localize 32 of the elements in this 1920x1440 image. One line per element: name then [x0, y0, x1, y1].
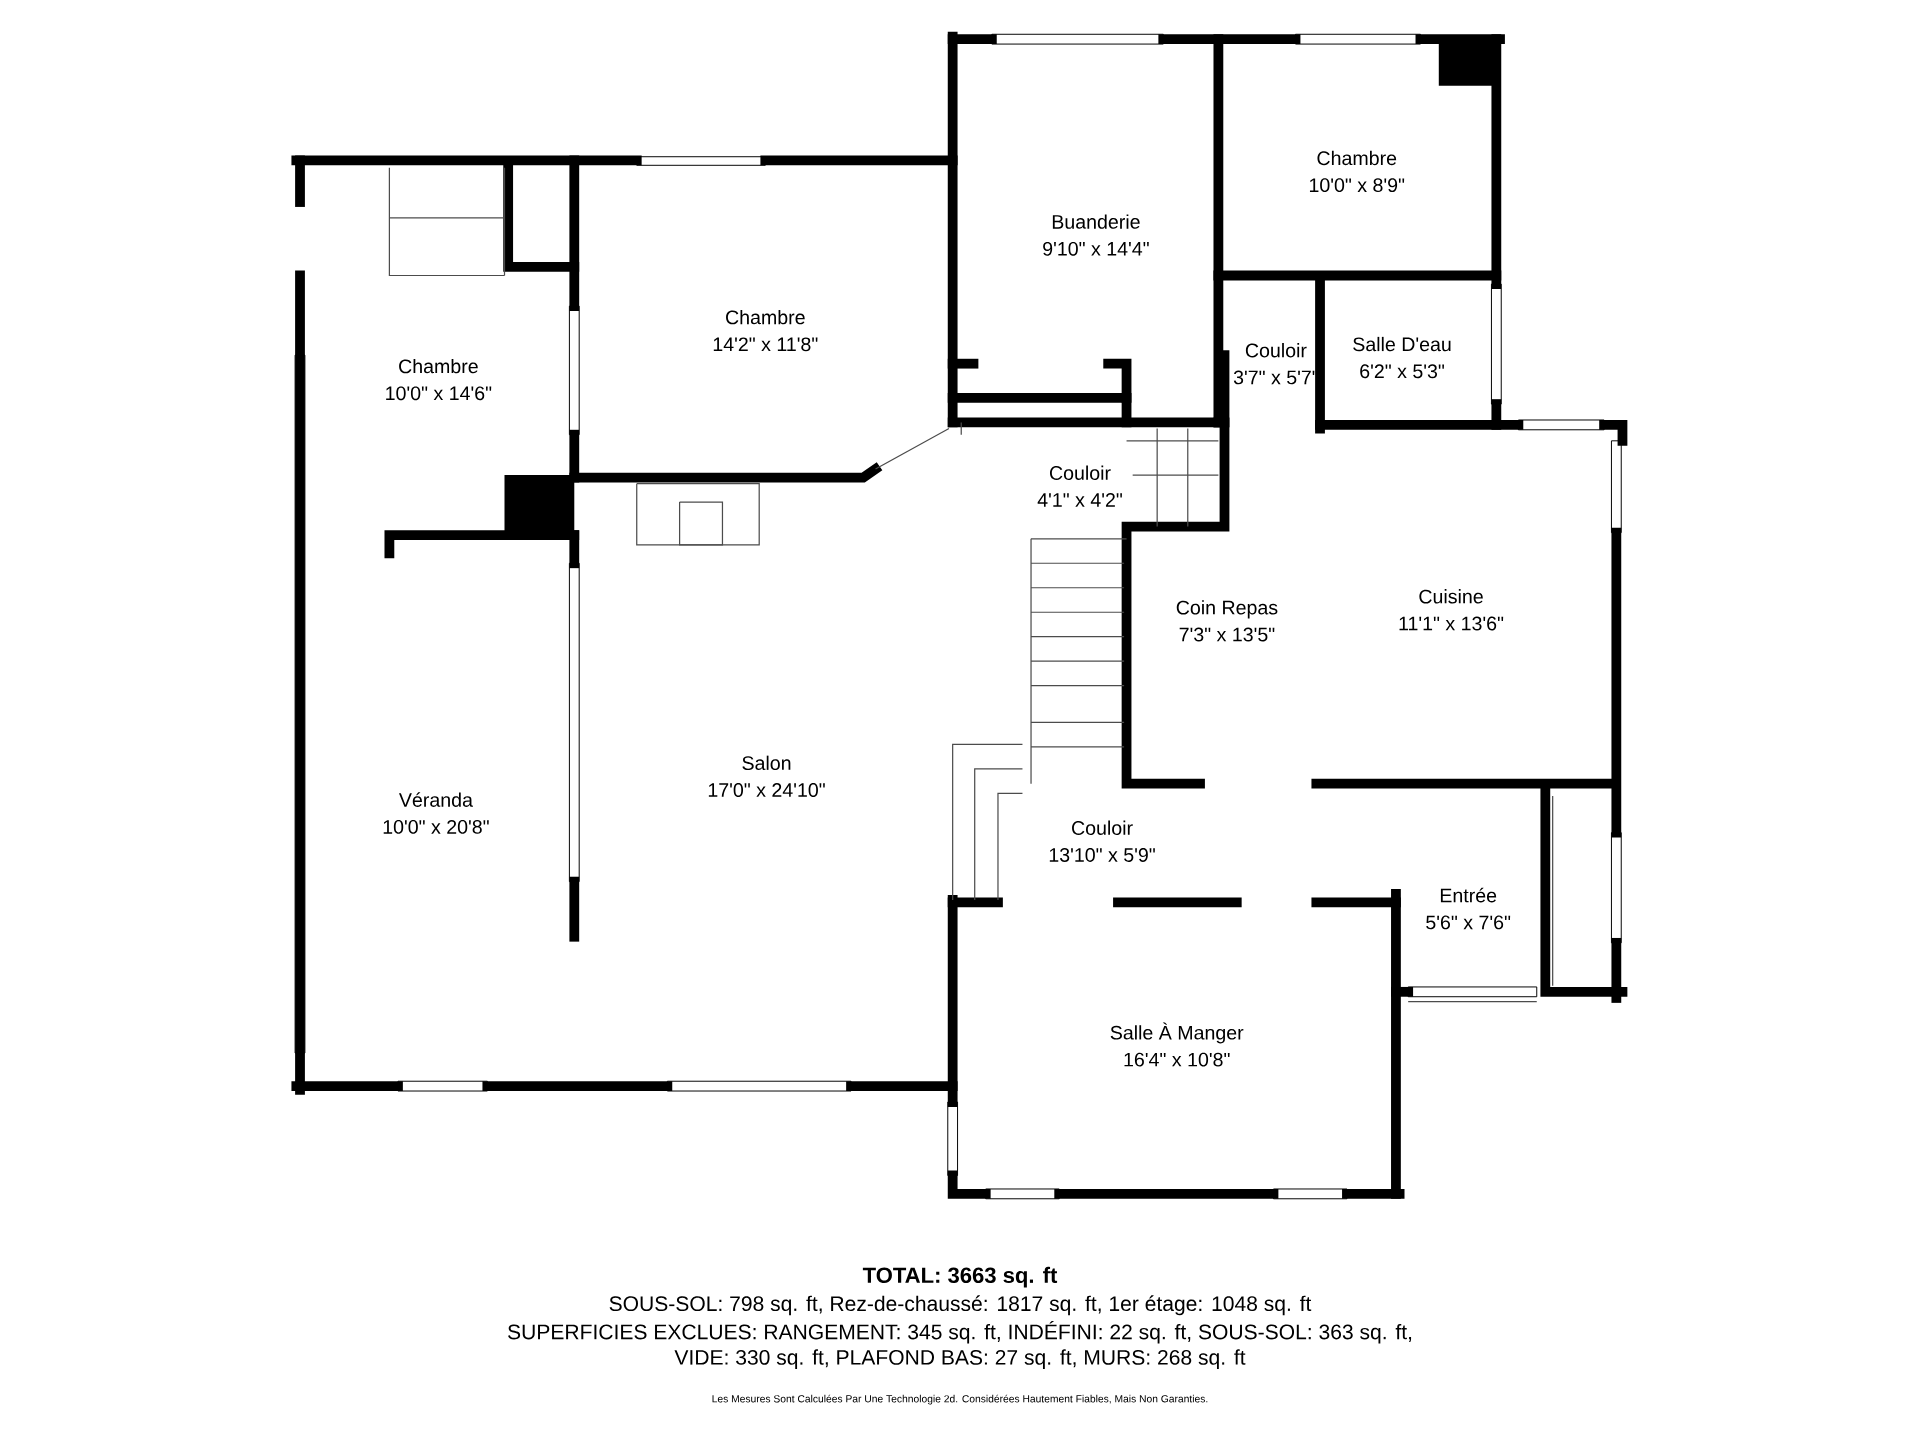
room-dimensions: 7'3" x 13'5": [1179, 627, 1275, 642]
room-name: Coin Repas: [1176, 600, 1278, 619]
room-dimensions: 5'6" x 7'6": [1426, 915, 1511, 930]
room-dimensions: 11'1" x 13'6": [1399, 616, 1504, 631]
room-name: Couloir: [1245, 343, 1307, 358]
room-name: Chambre: [399, 358, 478, 374]
room-dimensions: 14'2" x 11'8": [713, 337, 818, 352]
total-area: TOTAL: 3663 sq. ft: [862, 1266, 1058, 1288]
room-name: Salle À Manger: [1110, 1022, 1244, 1044]
room-name: Entrée: [1440, 887, 1497, 903]
room-dimensions: 4'1" x 4'2": [1037, 493, 1122, 507]
room-dimensions: 17'0" x 24'10": [708, 783, 825, 797]
room-dimensions: 13'10" x 5'9": [1049, 848, 1155, 862]
room-name: Véranda: [398, 792, 473, 807]
room-dimensions: 9'10" x 14'4": [1043, 241, 1149, 256]
room-dimensions: 10'0" x 8'9": [1309, 178, 1405, 193]
room-dimensions: 6'2" x 5'3": [1360, 364, 1444, 379]
room-name: Chambre: [1317, 150, 1397, 166]
room-name: Couloir: [1050, 465, 1111, 480]
room-name: Chambre: [726, 309, 805, 325]
room-dimensions: 10'0" x 14'6": [386, 386, 492, 401]
room-name: Buanderie: [1052, 214, 1140, 229]
disclaimer: Les Mesures Sont Calculées Par Une Technologie 2d. Considérées Hautement Fiables, Mais Non Garanties.: [712, 1394, 1208, 1405]
room-name: Cuisine: [1419, 589, 1483, 604]
area-summary: VIDE: 330 sq. ft, PLAFOND BAS: 27 sq. ft, MURS: 268 sq. ft: [674, 1349, 1246, 1369]
room-name: Couloir: [1072, 820, 1133, 835]
room-name: Salle D'eau: [1353, 336, 1451, 352]
area-summary: SUPERFICIES EXCLUES: RANGEMENT: 345 sq. ft, INDÉFINI: 22 sq. ft, SOUS-SOL: 363 sq. ft,: [508, 1320, 1412, 1344]
room-dimensions: 16'4" x 10'8": [1124, 1052, 1230, 1067]
room-name: Salon: [742, 755, 791, 771]
area-summary: SOUS-SOL: 798 sq. ft, Rez-de-chaussé: 1817 sq. ft, 1er étage: 1048 sq. ft: [609, 1295, 1312, 1316]
room-dimensions: 10'0" x 20'8": [383, 819, 489, 834]
